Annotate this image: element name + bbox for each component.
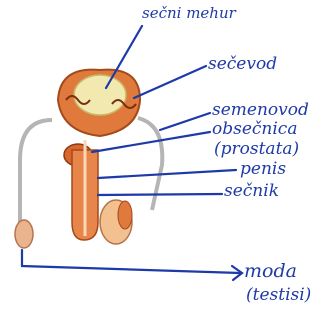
testis-left-shape (15, 220, 33, 248)
label-seminal-vesicle: sečni mehur (142, 4, 236, 23)
label-prostate: obsečnica (212, 120, 297, 139)
epididymis-right-shape (118, 201, 132, 229)
vas-deferens-right (138, 118, 162, 210)
pointer-vas-deferens (160, 113, 210, 130)
vas-deferens-left (20, 120, 52, 228)
pointer-penis (98, 170, 236, 178)
label-urethra: sečnik (224, 182, 279, 201)
label-prostate-latin: (prostata) (214, 140, 299, 159)
pointer-ejaculatory-duct (134, 66, 206, 98)
label-penis: penis (240, 160, 286, 179)
pointer-urethra (98, 194, 222, 195)
label-ejaculatory-duct: sečevod (208, 55, 277, 74)
label-testis-latin: (testisi) (246, 286, 311, 305)
pointer-testis (22, 250, 240, 273)
label-vas-deferens: semenovod (212, 101, 309, 120)
bladder-shape (74, 75, 126, 115)
label-testis: moda (244, 262, 297, 281)
pointer-prostate (92, 132, 210, 152)
